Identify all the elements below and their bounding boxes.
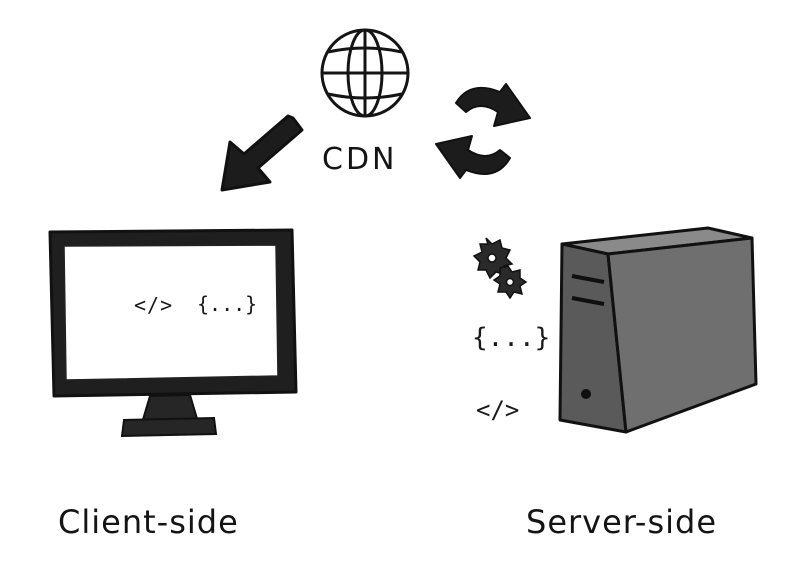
server-html-code-glyph: </> [476, 396, 520, 424]
monitor-icon [48, 228, 298, 438]
screen-html-code-glyph: </> [134, 293, 174, 317]
server-side-label: Server-side [526, 503, 717, 541]
download-arrow-icon [220, 114, 304, 192]
screen-json-braces-glyph: {...} [197, 292, 258, 316]
gears-icon [472, 237, 528, 300]
server-tower-icon [558, 226, 758, 434]
cdn-label: CDN [322, 142, 398, 177]
client-side-label: Client-side [58, 503, 239, 541]
sync-arrows-icon [435, 83, 531, 179]
globe-icon [320, 28, 410, 118]
server-json-braces-glyph: {...} [472, 323, 551, 353]
